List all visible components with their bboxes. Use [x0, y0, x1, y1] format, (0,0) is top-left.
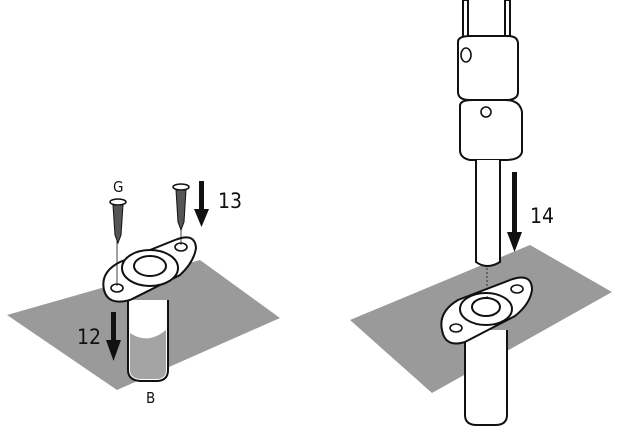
- screw-right: [172, 183, 190, 245]
- arrow-down-14-icon: [507, 172, 522, 252]
- tube-label: B: [146, 389, 155, 407]
- left-step-illustration: G 13 12 B: [7, 178, 280, 407]
- screw-g-left: [109, 198, 127, 286]
- arrow-down-13-icon: [194, 181, 209, 227]
- step-14-label: 14: [530, 204, 554, 228]
- pole-with-swivel: [457, 0, 523, 300]
- step-12-label: 12: [77, 325, 101, 349]
- step-13-label: 13: [218, 189, 242, 213]
- screw-label: G: [113, 178, 123, 196]
- flange-plate-right: [440, 276, 534, 345]
- tube-below-right: [464, 330, 508, 426]
- arrow-down-12-icon: [106, 312, 121, 361]
- flange-plate-left: [102, 236, 198, 303]
- right-step-illustration: 14: [350, 0, 612, 426]
